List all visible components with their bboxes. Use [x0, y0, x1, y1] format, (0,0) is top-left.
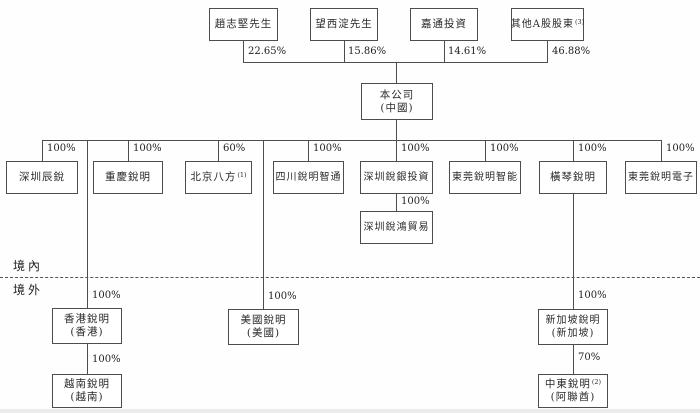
- node-sg-country: (新加坡): [551, 328, 595, 339]
- connector-sg-long: [573, 194, 574, 309]
- node-szruiyin: 深圳銳銀投資: [360, 161, 433, 194]
- connector-subsidiary-bus: [42, 140, 661, 141]
- pct-us: 100%: [268, 291, 297, 302]
- node-otherA: 其他A股股東(3): [511, 8, 584, 41]
- node-dgzhineng: 東莞銳明智能: [449, 161, 521, 194]
- pct-zhao: 22.65%: [248, 46, 287, 57]
- node-company: 本公司 (中國): [361, 83, 433, 120]
- node-company-country: (中國): [380, 101, 414, 114]
- footnote-2: (2): [591, 378, 602, 386]
- node-szchenrui-label: 深圳辰銳: [19, 171, 65, 183]
- connector-vn-stem: [87, 344, 88, 374]
- pct-cqruiming: 100%: [133, 143, 162, 154]
- node-me-country: (阿聯酋): [550, 391, 596, 403]
- node-scruiming: 四川銳明智通: [273, 161, 344, 194]
- node-jiatong-label: 嘉通投資: [421, 18, 467, 30]
- pct-dgdianzi: 100%: [666, 143, 695, 154]
- node-hk: 香港銳明 (香港): [52, 308, 122, 344]
- node-company-label: 本公司: [379, 88, 415, 101]
- footnote-1: (1): [237, 171, 247, 179]
- pct-szruihong: 100%: [401, 196, 430, 207]
- node-zhao-label: 趙志堅先生: [214, 18, 273, 30]
- pct-vn: 100%: [92, 354, 121, 365]
- node-zhao: 趙志堅先生: [209, 8, 278, 41]
- connector-top-bus: [243, 62, 548, 63]
- node-hk-label: 香港銳明: [64, 313, 110, 325]
- pct-sg: 100%: [578, 290, 607, 301]
- node-me-label: 中東銳明(2): [544, 378, 602, 390]
- node-jiatong: 嘉通投資: [410, 8, 478, 41]
- node-scruiming-label: 四川銳明智通: [275, 172, 342, 183]
- node-us-country: (美國): [246, 327, 281, 339]
- node-otherA-label: 其他A股股東(3): [510, 18, 585, 30]
- connector-dgdianzi-drop: [661, 140, 662, 161]
- connector-szchenrui-drop: [42, 140, 43, 161]
- node-vn-label: 越南銳明: [64, 378, 110, 390]
- node-dgzhineng-label: 東莞銳明智能: [452, 172, 518, 183]
- footnote-3: (3): [575, 18, 585, 26]
- connector-zhao-drop: [243, 41, 244, 62]
- connector-company-stem: [396, 62, 397, 83]
- pct-bjbafang: 60%: [223, 143, 246, 154]
- node-bjbafang-label: 北京八方(1): [190, 171, 247, 183]
- node-us-label: 美國銳明: [240, 314, 287, 326]
- pct-jiatong: 14.61%: [448, 46, 487, 57]
- node-cqruiming-label: 重慶銳明: [105, 171, 151, 183]
- node-cqruiming: 重慶銳明: [93, 161, 163, 194]
- pct-scruiming: 100%: [313, 143, 342, 154]
- connector-hk-long: [87, 140, 88, 308]
- page-bottom-edge: [0, 409, 700, 413]
- node-wang-label: 望西淀先生: [315, 18, 373, 30]
- node-dgdianzi-label: 東莞銳明電子: [628, 172, 694, 183]
- connector-me-stem: [573, 344, 574, 374]
- node-sg-label: 新加坡銳明: [545, 315, 601, 326]
- pct-wang: 15.86%: [348, 46, 387, 57]
- region-label-domestic: 境內: [13, 259, 44, 273]
- connector-otherA-drop: [547, 41, 548, 62]
- connector-us-long: [263, 140, 264, 309]
- node-hk-country: (香港): [70, 326, 104, 338]
- connector-company-down: [396, 120, 397, 140]
- pct-me: 70%: [578, 352, 601, 363]
- pct-otherA: 46.88%: [552, 46, 591, 57]
- region-label-overseas: 境外: [13, 283, 44, 297]
- node-hengqin: 橫琴銳明: [539, 161, 607, 194]
- node-vn: 越南銳明 (越南): [52, 374, 122, 408]
- node-sg: 新加坡銳明 (新加坡): [538, 309, 608, 345]
- node-szchenrui: 深圳辰銳: [6, 161, 78, 194]
- node-vn-country: (越南): [70, 391, 104, 403]
- node-szruihong: 深圳銳鴻貿易: [360, 211, 433, 244]
- domestic-overseas-divider: [0, 277, 700, 278]
- pct-szchenrui: 100%: [47, 143, 76, 154]
- node-wang: 望西淀先生: [310, 8, 378, 41]
- node-szruihong-label: 深圳銳鴻貿易: [363, 222, 430, 233]
- pct-hengqin: 100%: [578, 143, 607, 154]
- connector-bjbafang-drop: [218, 140, 219, 161]
- connector-cqruiming-drop: [128, 140, 129, 161]
- node-szruiyin-label: 深圳銳銀投資: [363, 172, 430, 183]
- pct-dgzhineng: 100%: [490, 143, 519, 154]
- node-me: 中東銳明(2) (阿聯酋): [538, 374, 608, 408]
- connector-scruiming-drop: [308, 140, 309, 161]
- connector-hengqin-drop: [573, 140, 574, 161]
- connector-jiatong-drop: [444, 41, 445, 62]
- connector-dgzhineng-drop: [485, 140, 486, 161]
- node-bjbafang: 北京八方(1): [185, 161, 252, 194]
- connector-szruiyin-drop: [396, 140, 397, 161]
- node-dgdianzi: 東莞銳明電子: [625, 161, 697, 194]
- node-us: 美國銳明 (美國): [228, 309, 299, 345]
- connector-wang-drop: [344, 41, 345, 62]
- pct-hk: 100%: [92, 290, 121, 301]
- pct-szruiyin: 100%: [401, 143, 430, 154]
- connector-szruihong-stem: [396, 194, 397, 211]
- node-hengqin-label: 橫琴銳明: [550, 171, 596, 183]
